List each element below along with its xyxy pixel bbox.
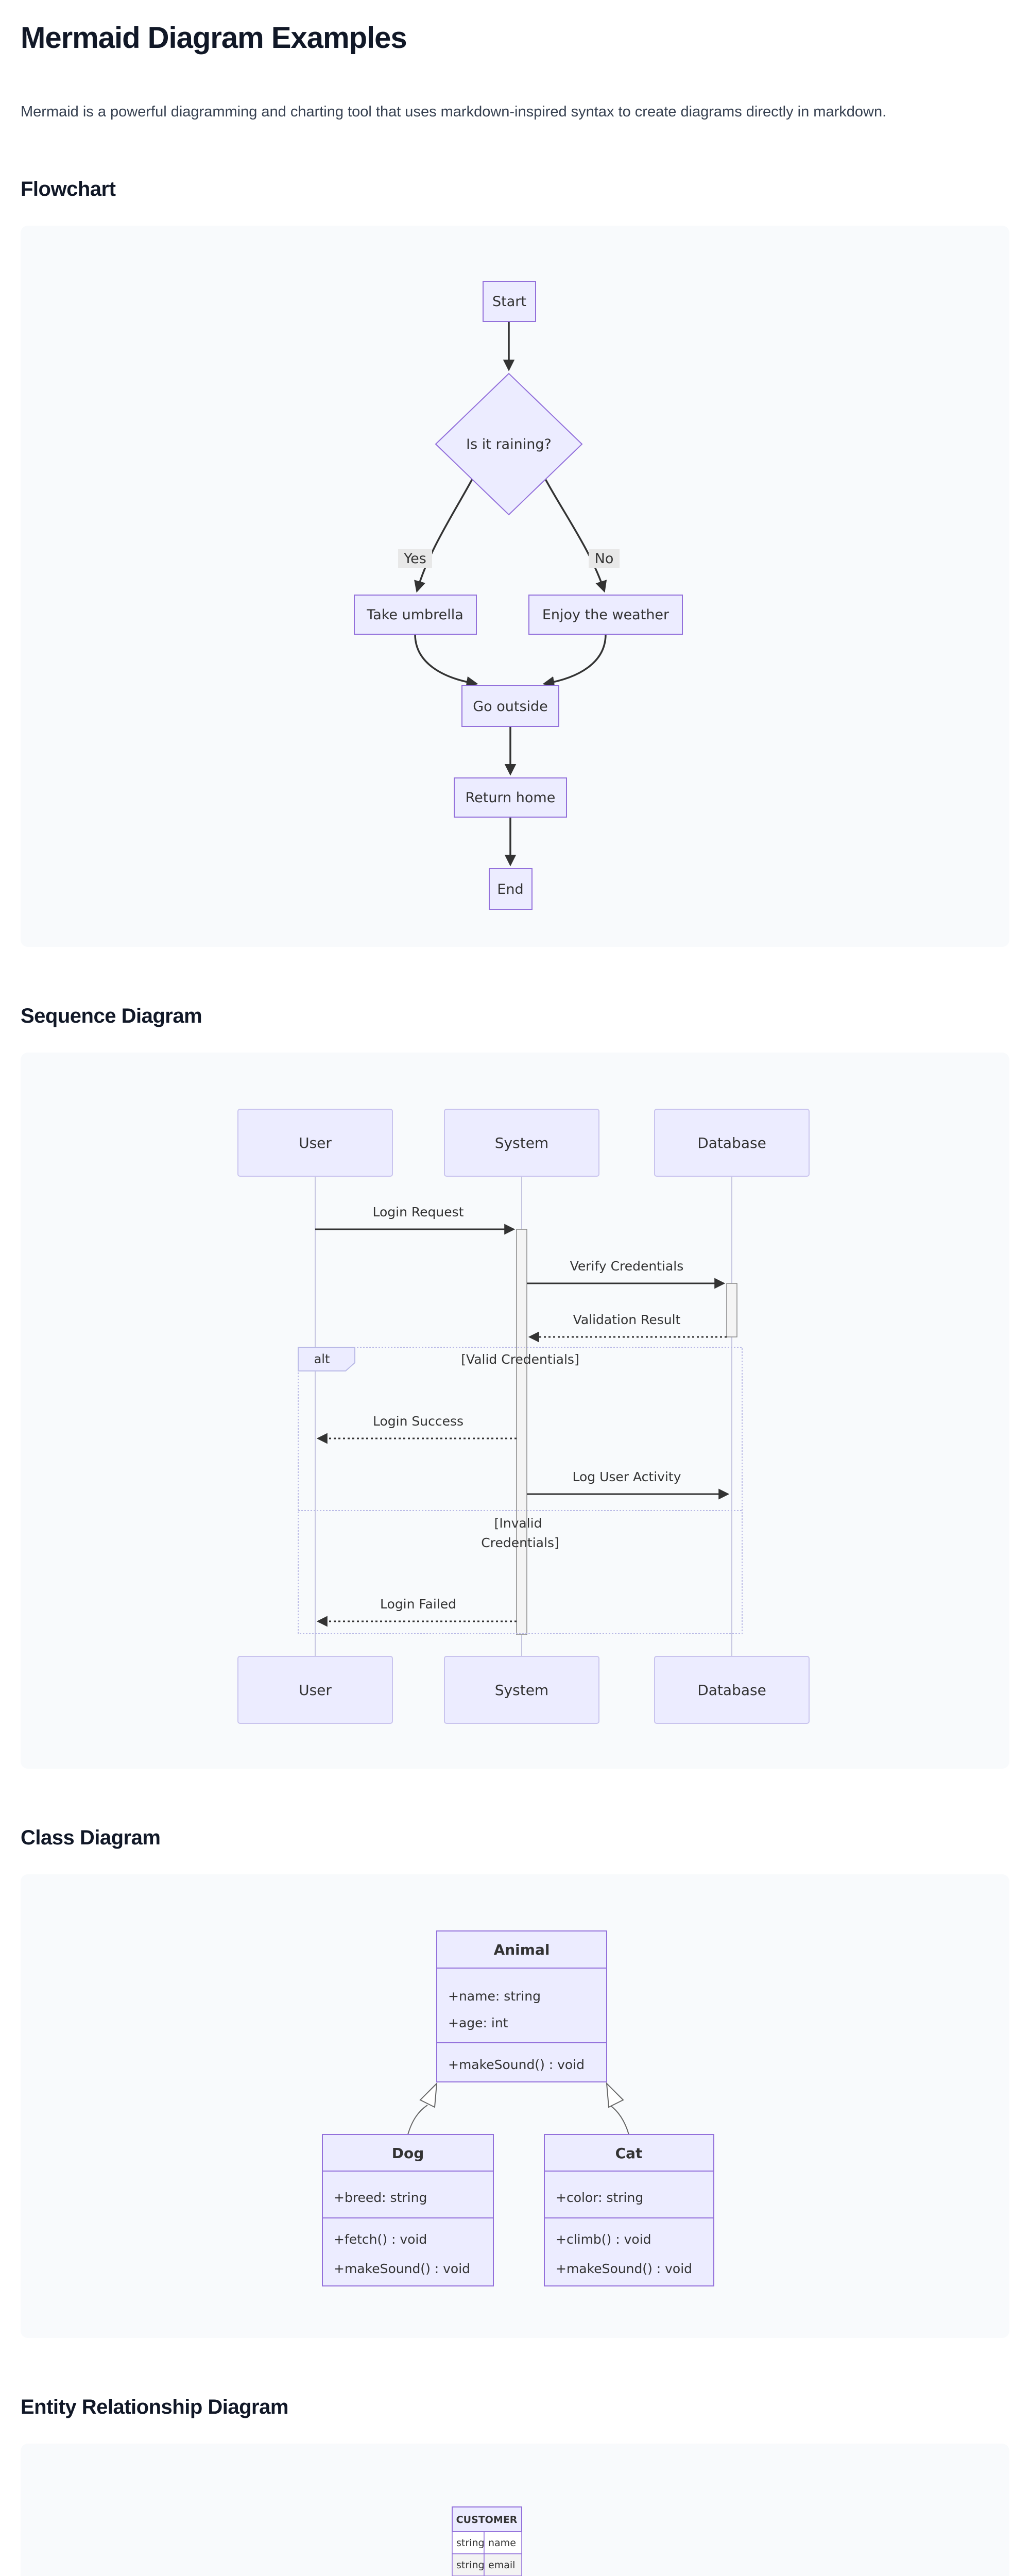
- edge-label-bg: [589, 549, 620, 568]
- class-animal-title: Animal: [494, 1941, 550, 1958]
- edge-yes: [414, 479, 473, 593]
- er-entity-customer: CUSTOMER string name string email string…: [452, 2506, 522, 2576]
- actor-user-top: [237, 1108, 393, 1177]
- class-cat-method-makesound: +makeSound() : void: [556, 2261, 692, 2276]
- alt-label: alt: [314, 1352, 330, 1366]
- actor-system-bottom-label: System: [495, 1682, 548, 1699]
- edge-no: [544, 479, 607, 593]
- alt-guard-valid: [Valid Credentials]: [461, 1352, 579, 1367]
- actor-database-top: [654, 1108, 810, 1177]
- edge-umbrella-merge: [414, 634, 478, 688]
- heading-sequence: Sequence Diagram: [21, 1004, 202, 1027]
- class-cat-method-climb: +climb() : void: [556, 2232, 651, 2247]
- activation-database: [726, 1283, 737, 1337]
- class-box-dog: Dog +breed: string +fetch() : void +make…: [322, 2133, 494, 2286]
- er-cell-text: email: [488, 2560, 515, 2571]
- msg-verify-credentials: Verify Credentials: [570, 1259, 684, 1274]
- heading-er-diagram: Entity Relationship Diagram: [21, 2395, 288, 2418]
- class-box-dog-rect: [322, 2133, 494, 2286]
- class-dog-method-fetch: +fetch() : void: [334, 2232, 427, 2247]
- flowchart-node-take-umbrella: [354, 594, 477, 635]
- flowchart-node-go-outside-label: Go outside: [473, 699, 548, 715]
- er-cell-text: string: [456, 2537, 485, 2549]
- activation-system: [516, 1229, 527, 1635]
- edge-cat-animal: [609, 2105, 629, 2135]
- flowchart-node-take-umbrella-label: Take umbrella: [366, 607, 464, 623]
- class-animal-attr-age: +age: int: [448, 2015, 508, 2030]
- actor-database-top-label: Database: [697, 1134, 766, 1151]
- alt-frame: [298, 1346, 743, 1634]
- er-customer-title: CUSTOMER: [456, 2514, 518, 2526]
- flowchart-diagram: Yes No Start Is it raining? Take umbrell…: [354, 280, 683, 910]
- actor-user-top-label: User: [299, 1134, 332, 1151]
- actor-user-bottom: [237, 1655, 393, 1724]
- class-diagram: Animal +name: string +age: int +makeSoun…: [322, 1930, 714, 2286]
- er-diagram: places contains CUSTOMER string name: [452, 2506, 522, 2576]
- flowchart-node-return-home-label: Return home: [466, 790, 556, 806]
- edge-label-no: No: [595, 551, 614, 567]
- sequence-diagram: User System Database Login Request Verif…: [237, 1108, 810, 1724]
- flowchart-node-start: [483, 280, 536, 322]
- flowchart-node-return-home: [454, 777, 567, 818]
- inheritance-triangle-left: [419, 2082, 438, 2108]
- class-box-cat-rect: [544, 2133, 714, 2286]
- class-box-animal: Animal +name: string +age: int +makeSoun…: [436, 1930, 607, 2082]
- actor-system-top: [444, 1108, 599, 1177]
- page-title: Mermaid Diagram Examples: [21, 21, 407, 55]
- flowchart-panel: Yes No Start Is it raining? Take umbrell…: [21, 225, 1009, 947]
- heading-flowchart: Flowchart: [21, 177, 116, 200]
- er-cell: [484, 2531, 522, 2554]
- flowchart-node-end: [489, 868, 533, 910]
- actor-database-bottom: [654, 1655, 810, 1724]
- er-diagram-panel: places contains CUSTOMER string name: [21, 2443, 1009, 2576]
- er-cell-text: name: [488, 2537, 516, 2549]
- er-cell: [452, 2553, 485, 2576]
- flowchart-node-decision: [435, 372, 583, 516]
- edge-label-yes: Yes: [403, 551, 426, 567]
- msg-login-failed: Login Failed: [380, 1597, 456, 1612]
- sequence-panel: User System Database Login Request Verif…: [21, 1052, 1009, 1769]
- class-dog-title: Dog: [392, 2145, 424, 2162]
- flowchart-node-decision-label: Is it raining?: [466, 436, 552, 452]
- class-diagram-panel: Animal +name: string +age: int +makeSoun…: [21, 1874, 1009, 2338]
- actor-database-bottom-label: Database: [697, 1682, 766, 1699]
- er-cell-text: string: [456, 2560, 485, 2571]
- inheritance-triangle-right: [606, 2082, 624, 2108]
- er-cell: [484, 2553, 522, 2576]
- flowchart-node-start-label: Start: [492, 294, 526, 310]
- alt-guard-invalid: [Invalid Credentials]: [481, 1516, 559, 1550]
- msg-login-success: Login Success: [373, 1414, 464, 1429]
- alt-label-tab: [298, 1346, 355, 1371]
- class-animal-attr-name: +name: string: [448, 1989, 541, 2004]
- flowchart-node-enjoy-weather-label: Enjoy the weather: [542, 607, 670, 623]
- msg-log-user-activity: Log User Activity: [572, 1469, 681, 1484]
- class-cat-attr-color: +color: string: [556, 2190, 643, 2205]
- msg-validation-result: Validation Result: [573, 1312, 681, 1327]
- class-box-animal-rect: [436, 1930, 607, 2082]
- edge-label-bg: [398, 549, 432, 568]
- intro-paragraph: Mermaid is a powerful diagramming and ch…: [21, 104, 887, 120]
- class-dog-attr-breed: +breed: string: [334, 2190, 427, 2205]
- edge-dog-animal: [407, 2105, 428, 2135]
- actor-user-bottom-label: User: [299, 1682, 332, 1699]
- flowchart-node-enjoy-weather: [528, 594, 683, 635]
- msg-login-request: Login Request: [373, 1205, 464, 1219]
- class-animal-method-makesound: +makeSound() : void: [448, 2057, 585, 2072]
- class-box-cat: Cat +color: string +climb() : void +make…: [544, 2133, 714, 2286]
- heading-class-diagram: Class Diagram: [21, 1826, 161, 1849]
- flowchart-node-go-outside: [461, 685, 559, 727]
- alt-guard-invalid-line2: Credentials]: [481, 1535, 559, 1550]
- actor-system-bottom: [444, 1655, 599, 1724]
- flowchart-node-end-label: End: [497, 882, 523, 897]
- actor-system-top-label: System: [495, 1134, 548, 1151]
- er-title-cell: [452, 2506, 522, 2532]
- class-dog-method-makesound: +makeSound() : void: [334, 2261, 470, 2276]
- edge-weather-merge: [542, 634, 607, 688]
- class-cat-title: Cat: [615, 2145, 643, 2162]
- alt-guard-invalid-line1: [Invalid: [494, 1516, 542, 1531]
